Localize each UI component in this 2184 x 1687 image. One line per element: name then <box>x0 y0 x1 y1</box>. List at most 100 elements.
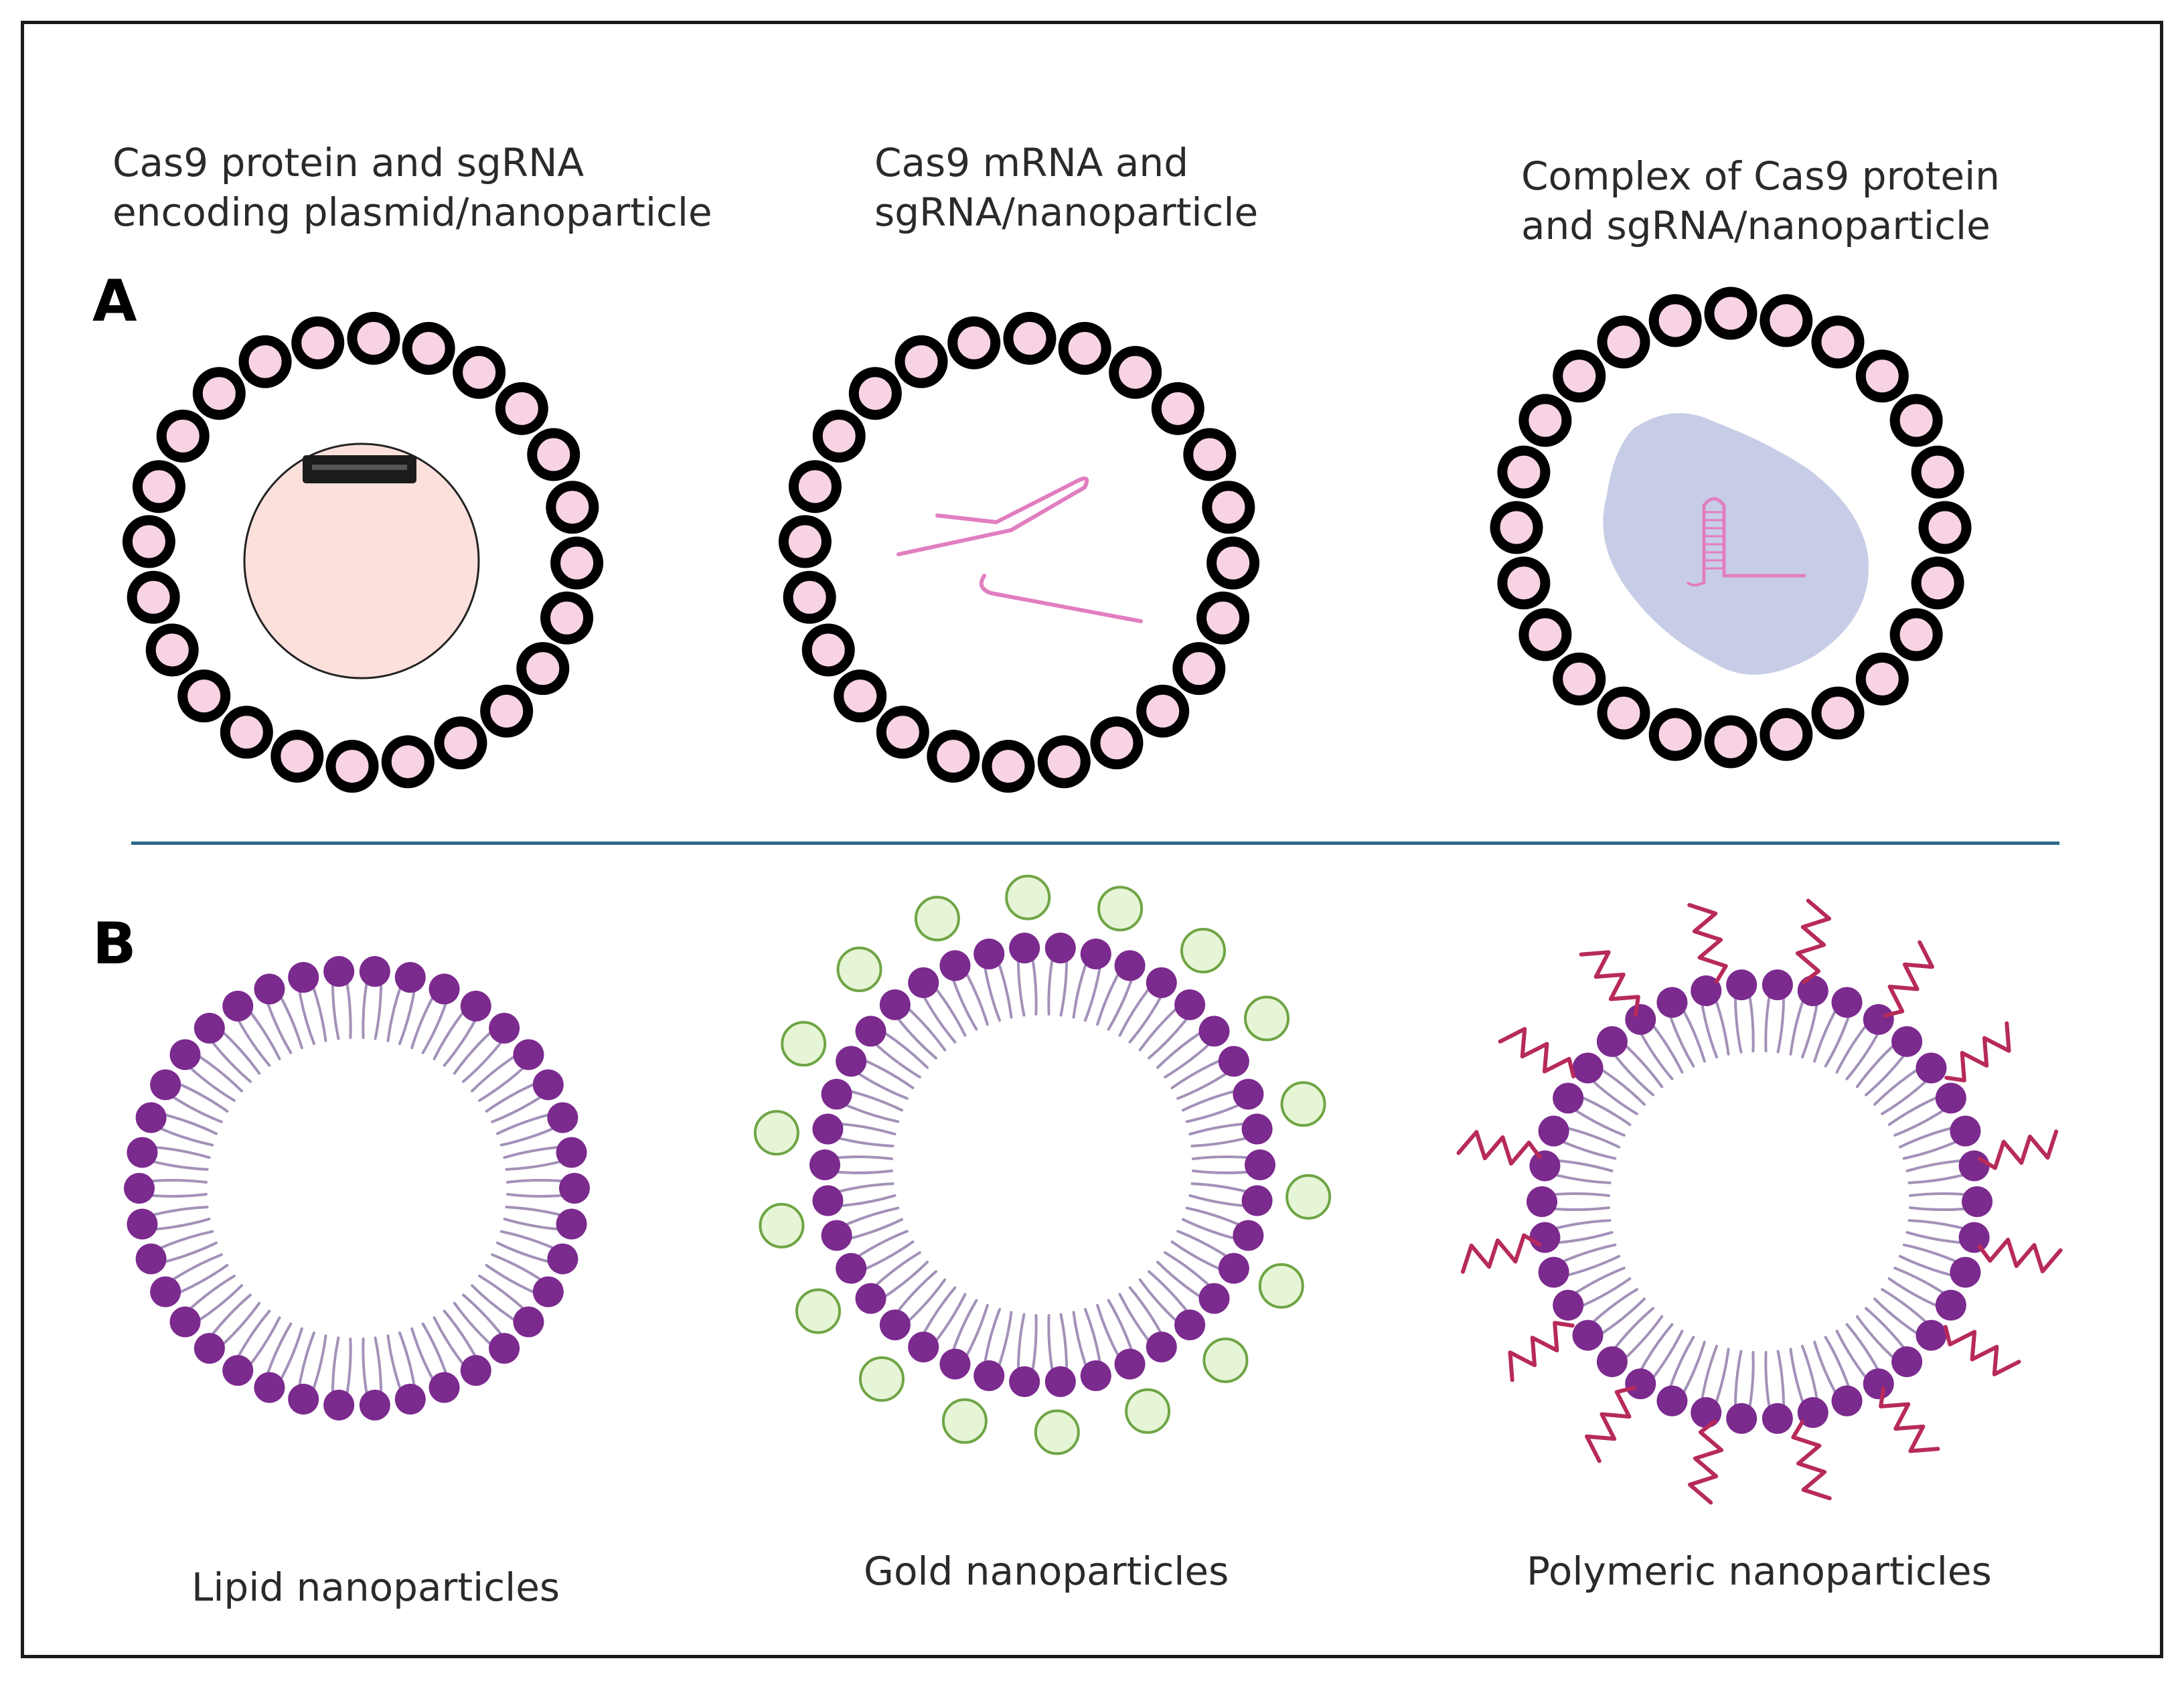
lipid-head <box>1527 1186 1557 1217</box>
lipid-head <box>1529 1150 1561 1182</box>
bead <box>1497 556 1551 610</box>
lipid-head <box>1114 950 1146 981</box>
caption-b2: Gold nanoparticles <box>864 1548 1229 1594</box>
lipid-head <box>1218 1253 1249 1284</box>
polymer-chain <box>1687 902 1728 984</box>
polymer-chain <box>1687 1419 1724 1505</box>
lipid-head <box>1831 1385 1863 1417</box>
mrna-strand <box>896 476 1089 556</box>
bead <box>325 740 379 793</box>
lipid-head <box>973 1360 1005 1392</box>
figure-frame <box>21 21 2163 1658</box>
bead <box>1090 716 1144 770</box>
polymer-chain <box>1943 1325 2021 1376</box>
lipid-head <box>1962 1186 1993 1217</box>
polymer-chain <box>1977 1237 2063 1274</box>
bead <box>127 570 180 624</box>
lipid-head <box>1958 1222 1990 1253</box>
bead <box>982 740 1035 793</box>
polymer-chain <box>1585 1385 1636 1463</box>
caption-a2-line1: Cas9 mRNA and <box>874 140 1189 185</box>
lipid-head <box>428 1372 460 1403</box>
lipid-head <box>1625 1368 1656 1400</box>
polymer-chain <box>1791 1419 1832 1501</box>
lipid-head <box>169 1306 201 1338</box>
lipid-head <box>547 1243 578 1275</box>
lipid-head <box>513 1306 544 1338</box>
lipid-head <box>939 950 971 981</box>
lipid-head <box>1762 969 1793 1001</box>
lipid-head <box>1656 987 1688 1018</box>
lipid-head <box>1538 1115 1569 1147</box>
hairpin-strand <box>1702 497 1806 584</box>
lipid-head <box>879 989 911 1020</box>
lipid-head <box>1797 975 1828 1006</box>
bead <box>1760 294 1813 347</box>
caption-a3-line1: Complex of Cas9 protein <box>1521 153 2000 199</box>
lipid-head <box>1596 1346 1628 1378</box>
lipid-head <box>973 938 1005 969</box>
bead <box>1553 652 1606 706</box>
panel-letter-a: A <box>92 268 137 335</box>
bead <box>1597 315 1650 369</box>
lipid-head <box>1241 1185 1273 1216</box>
lipid-head <box>1935 1082 1966 1114</box>
caption-a2: Cas9 mRNA and sgRNA/nanoparticle <box>874 138 1258 237</box>
caption-a2-line2: sgRNA/nanoparticle <box>874 189 1259 235</box>
bead <box>1109 345 1162 399</box>
lipid-head <box>1950 1257 1981 1288</box>
lipid-head <box>1080 938 1111 969</box>
gold-particle <box>1258 1263 1304 1309</box>
lipid-head <box>1656 1385 1688 1417</box>
lipid-head <box>323 1389 355 1421</box>
lipid-head <box>1553 1082 1584 1114</box>
lipid-head <box>1726 969 1758 1001</box>
gold-particle <box>1005 874 1051 920</box>
lipid-head <box>836 1046 867 1077</box>
gold-particle <box>1034 1409 1080 1455</box>
bead <box>381 735 435 789</box>
caption-a1-line1: Cas9 protein and sgRNA <box>112 140 584 185</box>
sgrna-strand <box>979 574 1143 623</box>
cas9-protein-blob <box>1603 413 1869 675</box>
gold-particle <box>1125 1388 1171 1434</box>
lipid-head <box>127 1137 158 1168</box>
lipid-head <box>222 1355 254 1386</box>
lipid-head <box>150 1276 181 1307</box>
lipid-head <box>1916 1319 1947 1351</box>
nanoparticle-rnp-complex <box>1490 287 1972 769</box>
bead <box>1196 591 1250 645</box>
bead <box>220 706 273 759</box>
lipid-head <box>1797 1397 1828 1429</box>
bead <box>1206 536 1260 590</box>
lipid-head <box>1538 1257 1569 1288</box>
lipid-head <box>559 1173 590 1204</box>
lipid-head <box>556 1137 587 1168</box>
polymer-chain <box>1944 1021 2011 1082</box>
bead <box>527 428 580 481</box>
lipid-head <box>1691 1397 1722 1429</box>
lipid-head <box>394 961 426 993</box>
bead <box>1855 652 1909 706</box>
bead <box>546 481 599 534</box>
plasmid-gene-insert-highlight <box>312 465 407 470</box>
lipid-head <box>394 1384 426 1415</box>
lipid-head <box>1174 1309 1206 1341</box>
nanoparticle-plasmid <box>122 311 604 793</box>
bead <box>1889 608 1943 661</box>
bead <box>1648 708 1702 761</box>
lipid-head <box>1596 1026 1628 1057</box>
bead <box>1704 287 1758 340</box>
nanoparticle-mrna <box>778 311 1260 793</box>
bead <box>1037 735 1091 789</box>
lipid-head <box>359 956 390 987</box>
polymer-chain <box>1795 898 1832 984</box>
gold-particle <box>1097 886 1144 932</box>
bead <box>402 321 455 375</box>
bead <box>894 335 948 388</box>
lipid-head <box>1233 1220 1264 1251</box>
bead <box>238 335 292 388</box>
plasmid-circle <box>243 443 480 679</box>
lipid-head <box>254 1372 285 1403</box>
lipid-head <box>1174 989 1206 1020</box>
